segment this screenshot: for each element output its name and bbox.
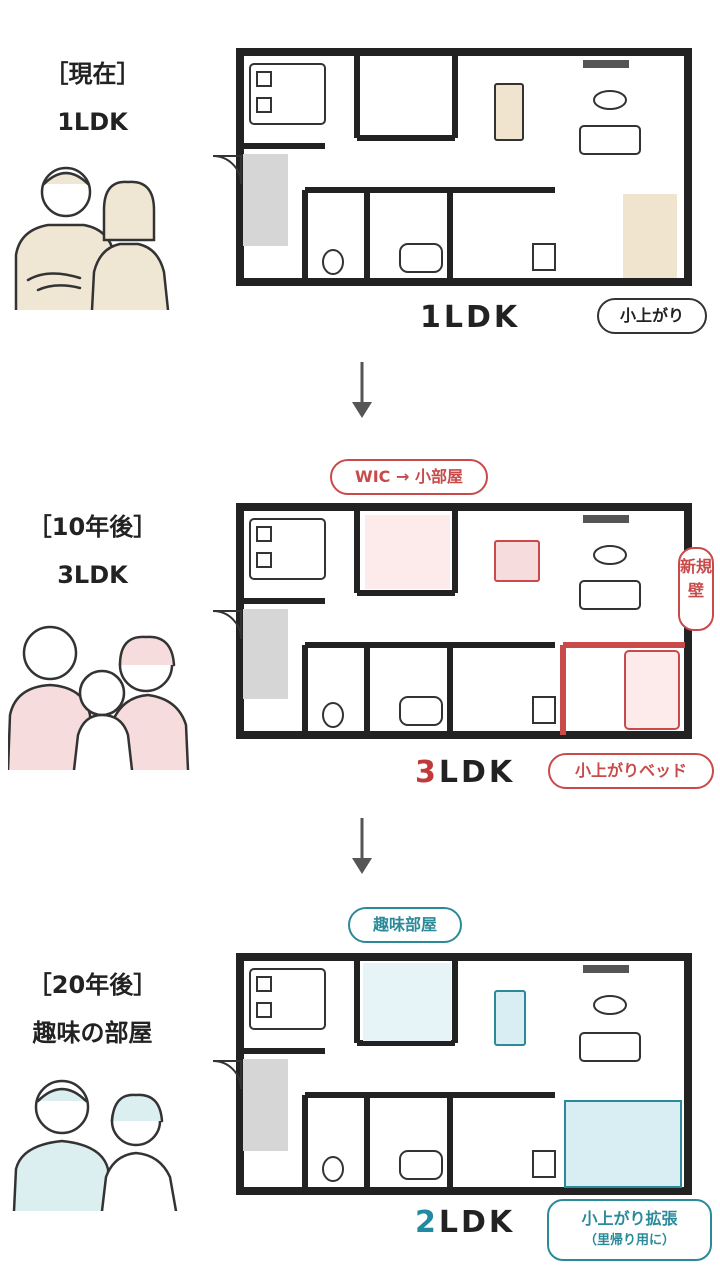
layout-code: 3LDK — [415, 755, 515, 790]
layout-code-text: LDK — [438, 1205, 516, 1240]
tv-icon — [583, 60, 629, 68]
callout-koagari-expand-note: （里帰り用に） — [583, 1233, 675, 1248]
tv-icon — [583, 515, 629, 523]
floorplan-1ldk — [212, 48, 692, 286]
stage-20-years: ［20年後］ 趣味の部屋 趣味部屋 — [0, 905, 720, 1266]
door-icon — [212, 1060, 242, 1090]
family-three-illustration — [8, 625, 190, 770]
down-arrow-icon — [352, 818, 372, 874]
dining-table-icon — [494, 990, 526, 1046]
dining-table-icon — [494, 83, 524, 141]
layout-code: 2LDK — [415, 1205, 515, 1240]
tv-icon — [583, 965, 629, 973]
floorplan-2ldk — [212, 953, 692, 1195]
stage-label-period: ［現在］ — [44, 60, 141, 88]
sofa-icon — [579, 995, 641, 1062]
family-couple-illustration — [14, 166, 170, 310]
dining-table-icon — [494, 540, 540, 582]
sofa-icon — [579, 545, 641, 610]
stage-current: ［現在］ 1LDK 1LDK — [0, 0, 720, 350]
callout-koagari-expand: 小上がり拡張 （里帰り用に） — [547, 1199, 712, 1261]
door-icon — [212, 155, 242, 185]
layout-code-text: LDK — [438, 755, 516, 790]
layout-code-prefix: 2 — [415, 1205, 439, 1240]
bed-icon — [249, 968, 326, 1030]
callout-koagari-expand-title: 小上がり拡張 — [581, 1209, 678, 1228]
callout-koagari-bed: 小上がりベッド — [548, 753, 714, 789]
bathtub-icon — [399, 696, 443, 726]
callout-hobby-room: 趣味部屋 — [348, 907, 462, 943]
floorplan-3ldk — [212, 503, 692, 739]
callout-new-wall: 新規壁 — [678, 547, 714, 631]
elderly-couple-illustration — [12, 1079, 178, 1211]
layout-code: 1LDK — [420, 300, 520, 335]
stage-label: ［10年後］ 3LDK — [0, 503, 185, 599]
layout-code-text: 1LDK — [420, 300, 521, 335]
down-arrow-icon — [352, 362, 372, 418]
bed-icon — [249, 63, 326, 125]
toilet-icon — [322, 1156, 344, 1182]
stove-icon — [532, 243, 556, 271]
toilet-icon — [322, 249, 344, 275]
bathtub-icon — [399, 1150, 443, 1180]
callout-koagari: 小上がり — [597, 298, 707, 334]
bathtub-icon — [399, 243, 443, 273]
stage-label-layout: 3LDK — [57, 561, 128, 589]
sofa-icon — [579, 90, 641, 155]
stage-label-layout: 1LDK — [57, 108, 128, 136]
stage-label: ［現在］ 1LDK — [0, 50, 185, 146]
stage-label-layout: 趣味の部屋 — [32, 1019, 153, 1047]
stage-10-years: ［10年後］ 3LDK — [0, 455, 720, 805]
stove-icon — [532, 696, 556, 724]
bed-icon — [624, 650, 680, 730]
callout-wic-to-room: WIC → 小部屋 — [330, 459, 488, 495]
stage-label-period: ［10年後］ — [27, 513, 158, 541]
stove-icon — [532, 1150, 556, 1178]
layout-code-prefix: 3 — [415, 755, 439, 790]
door-icon — [212, 610, 242, 640]
stage-label-period: ［20年後］ — [27, 971, 158, 999]
bed-icon — [249, 518, 326, 580]
stage-label: ［20年後］ 趣味の部屋 — [0, 961, 185, 1057]
toilet-icon — [322, 702, 344, 728]
